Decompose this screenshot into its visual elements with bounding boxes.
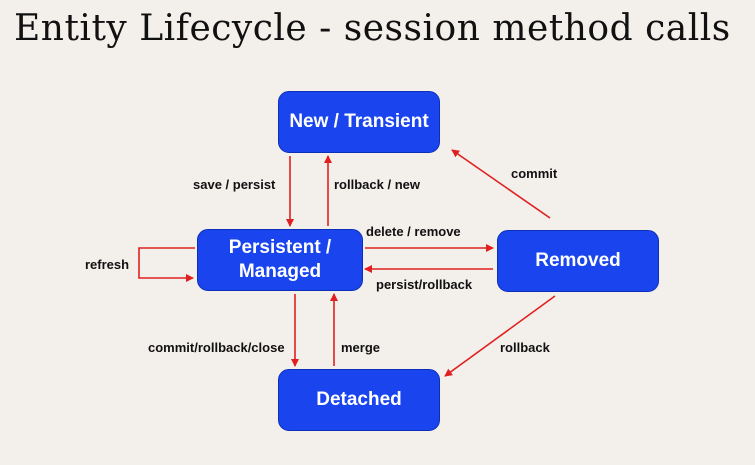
label-delete-remove: delete / remove xyxy=(366,224,461,239)
label-merge: merge xyxy=(341,340,381,355)
state-detached-label: Detached xyxy=(316,389,402,411)
label-rollback-new: rollback / new xyxy=(334,177,420,192)
state-new-label: New / Transient xyxy=(289,111,429,133)
label-commit: commit xyxy=(511,166,558,181)
label-save-persist: save / persist xyxy=(193,177,276,192)
state-persistent-managed: Persistent / Managed xyxy=(197,229,363,291)
arrow-refresh xyxy=(138,247,195,282)
arrow-commit xyxy=(451,149,551,219)
page-title: Entity Lifecycle - session method calls xyxy=(14,8,731,49)
label-rollback: rollback xyxy=(500,340,550,355)
state-persistent-label-line2: Managed xyxy=(238,261,322,282)
state-removed-label: Removed xyxy=(535,250,621,272)
label-refresh: refresh xyxy=(85,257,130,272)
state-persistent-label-line1: Persistent / xyxy=(228,237,332,259)
label-commit-rollback-close: commit/rollback/close xyxy=(148,340,285,355)
state-new-transient: New / Transient xyxy=(278,91,440,153)
state-detached: Detached xyxy=(278,369,440,431)
arrow-rollback xyxy=(444,295,556,377)
state-removed: Removed xyxy=(497,230,659,292)
label-persist-rollback: persist/rollback xyxy=(376,277,473,292)
